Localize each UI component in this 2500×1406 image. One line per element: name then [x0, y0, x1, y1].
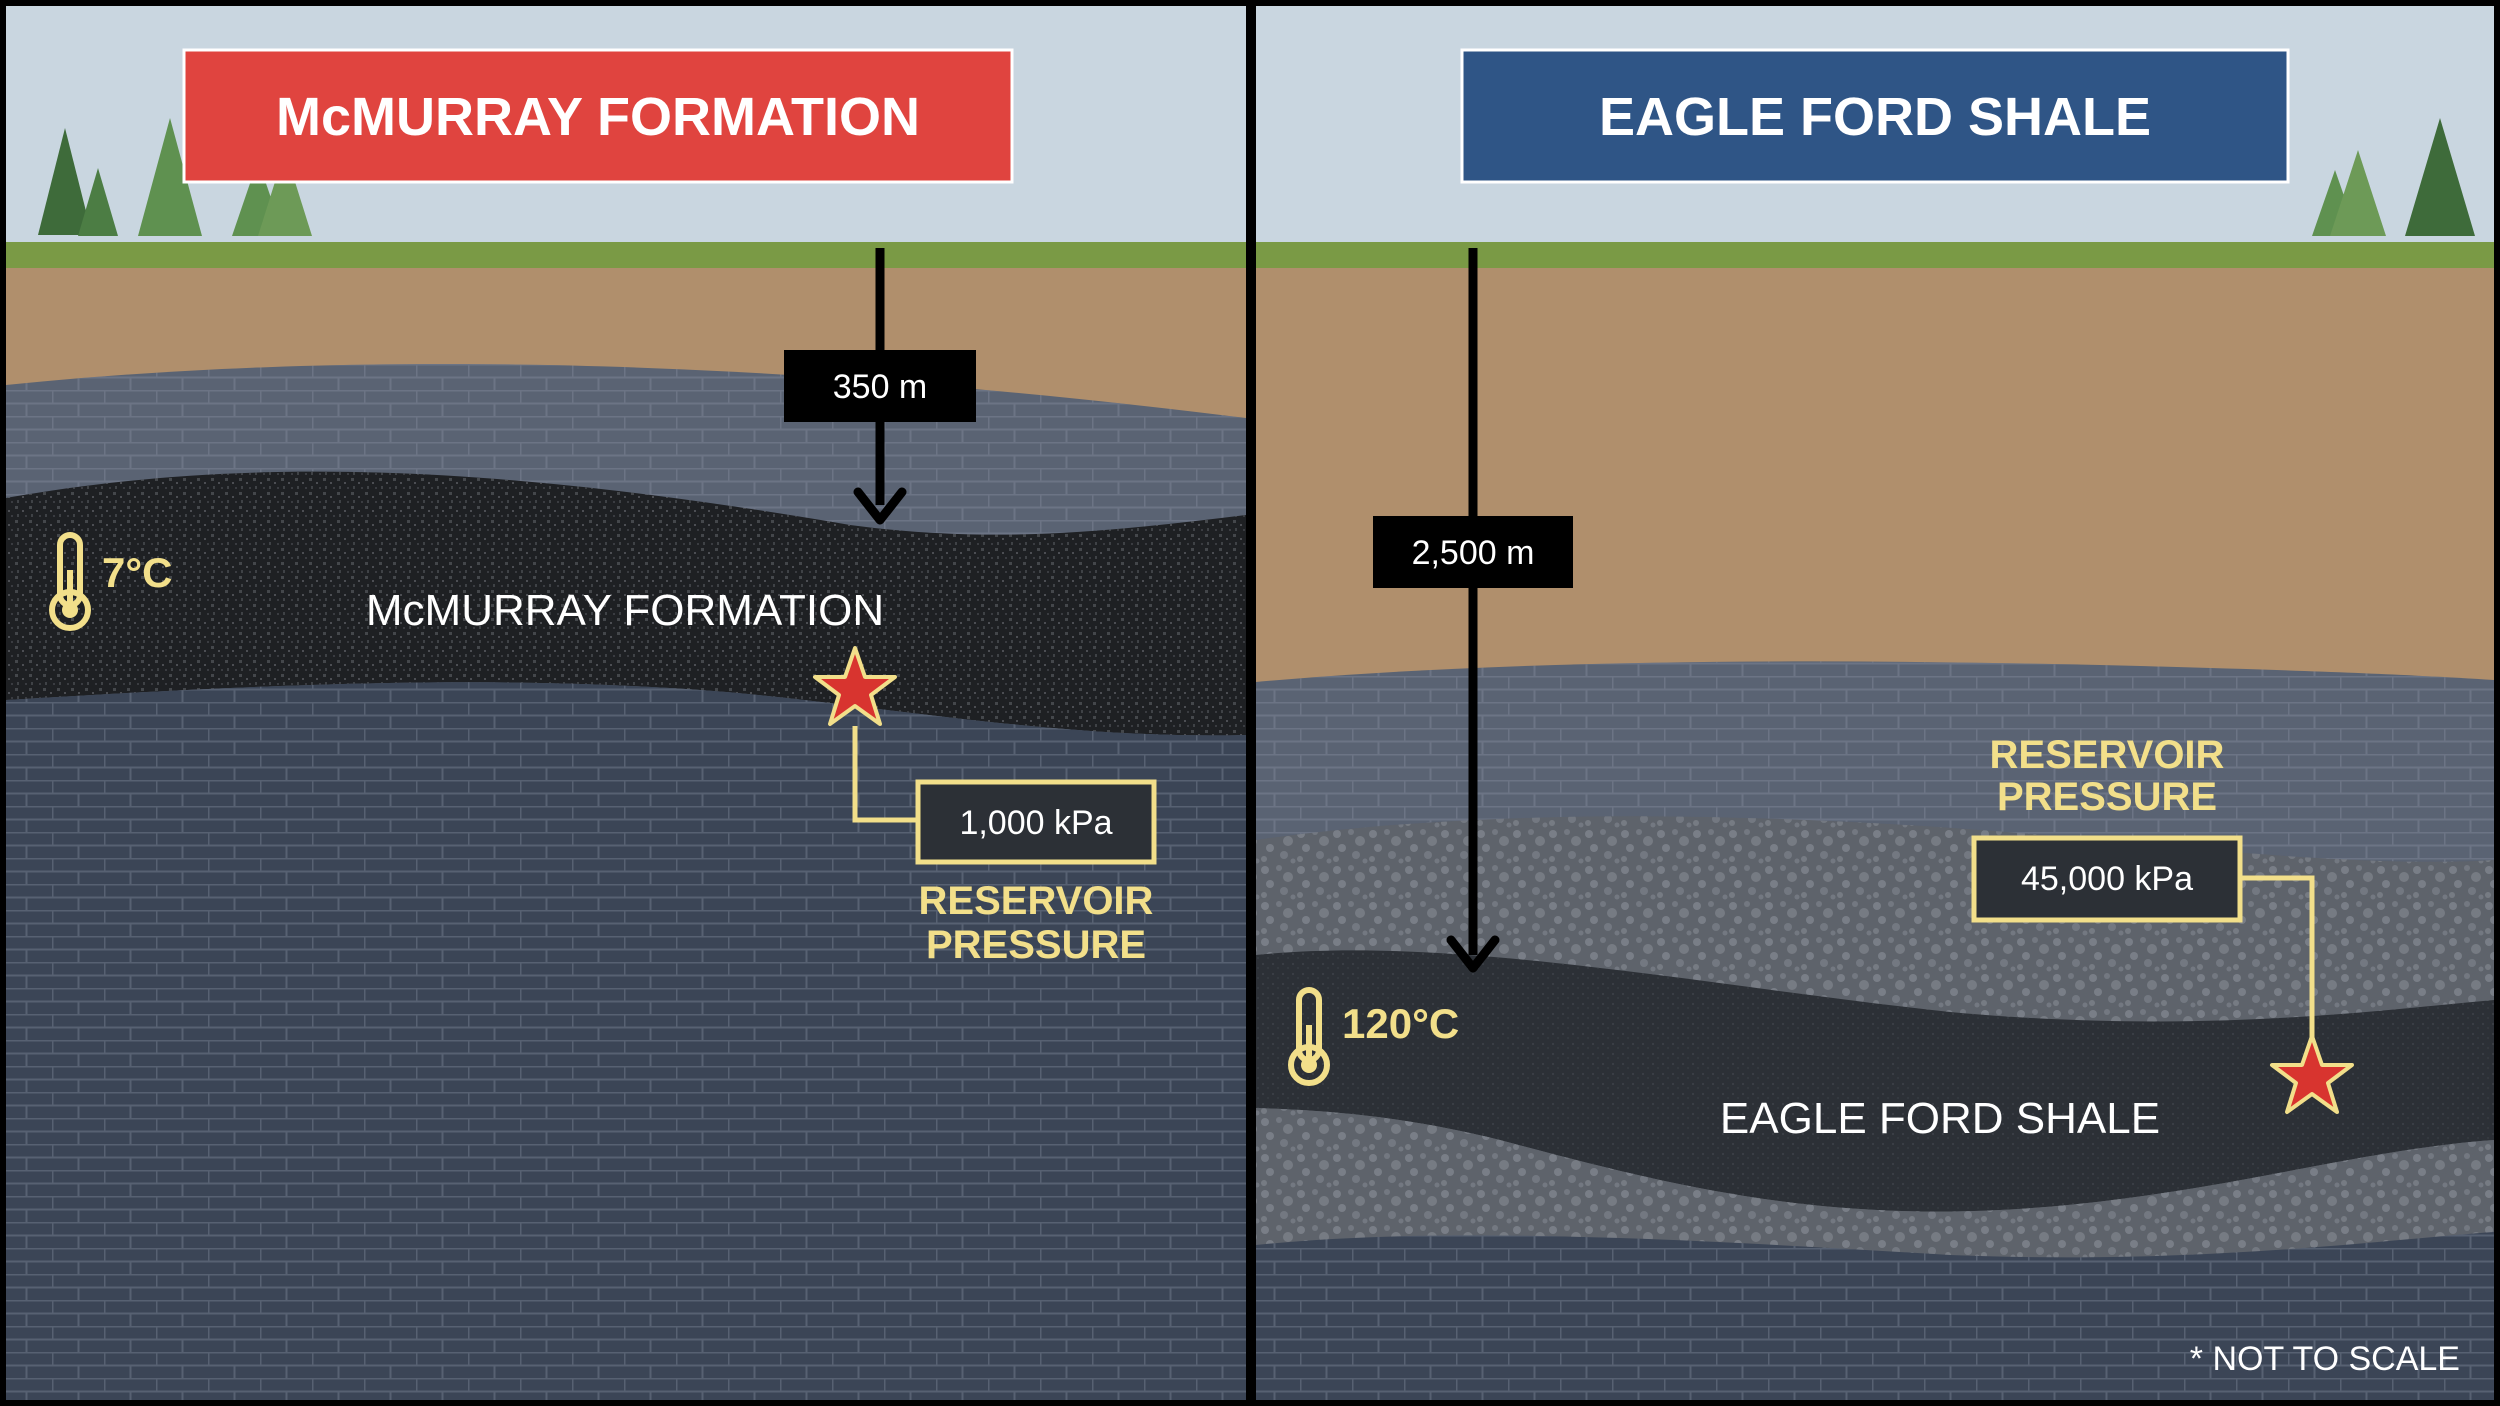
- arrowhead-icon: [853, 487, 907, 525]
- left-temperature: 7°C: [102, 549, 173, 596]
- tree-icons: [38, 118, 312, 236]
- right-pressure-label-line2: PRESSURE: [1997, 775, 2217, 819]
- thermometer-icon: [49, 532, 91, 631]
- right-depth-value: 2,500 m: [1412, 534, 1535, 572]
- tree-icon: [38, 128, 92, 235]
- right-formation-label: EAGLE FORD SHALE: [1720, 1094, 2160, 1143]
- tree-icon: [2405, 118, 2475, 236]
- tree-icon: [258, 150, 312, 236]
- star-icon: [813, 646, 897, 726]
- left-formation-label: McMURRAY FORMATION: [366, 586, 884, 635]
- left-depth-value: 350 m: [833, 368, 928, 406]
- arrowhead-icon: [1446, 935, 1500, 973]
- left-pressure-value: 1,000 kPa: [959, 804, 1112, 842]
- left-depth-label: 350 m: [784, 350, 976, 422]
- tree-icon: [138, 118, 202, 236]
- thermometer-icon: [1288, 987, 1330, 1086]
- right-title: EAGLE FORD SHALE: [1599, 87, 2151, 147]
- right-depth-label: 2,500 m: [1373, 516, 1573, 588]
- right-pressure-box: 45,000 kPa: [1971, 835, 2243, 923]
- star-icon: [2270, 1034, 2354, 1114]
- right-title-banner: EAGLE FORD SHALE: [1460, 48, 2290, 184]
- left-pressure-label-line1: RESERVOIR: [919, 879, 1154, 923]
- panel-divider: [1246, 0, 1256, 1406]
- left-pressure-label-line2: PRESSURE: [926, 923, 1146, 967]
- tree-icon: [2330, 150, 2386, 236]
- right-pressure-connector: [2240, 875, 2315, 1042]
- left-panel: [6, 6, 1246, 1400]
- footnote: * NOT TO SCALE: [2190, 1340, 2460, 1378]
- left-title: McMURRAY FORMATION: [276, 87, 920, 147]
- grass: [6, 242, 1246, 268]
- right-pressure-value: 45,000 kPa: [2021, 860, 2193, 898]
- left-pressure-connector: [852, 726, 918, 823]
- right-temperature: 120°C: [1342, 1000, 1459, 1047]
- tree-icons: [2312, 118, 2475, 236]
- left-title-banner: McMURRAY FORMATION: [182, 48, 1014, 184]
- grass: [1256, 242, 2494, 268]
- right-pressure-label-line1: RESERVOIR: [1990, 733, 2225, 777]
- right-panel: [1256, 6, 2494, 1400]
- left-pressure-box: 1,000 kPa: [915, 779, 1157, 865]
- tree-icon: [78, 168, 118, 236]
